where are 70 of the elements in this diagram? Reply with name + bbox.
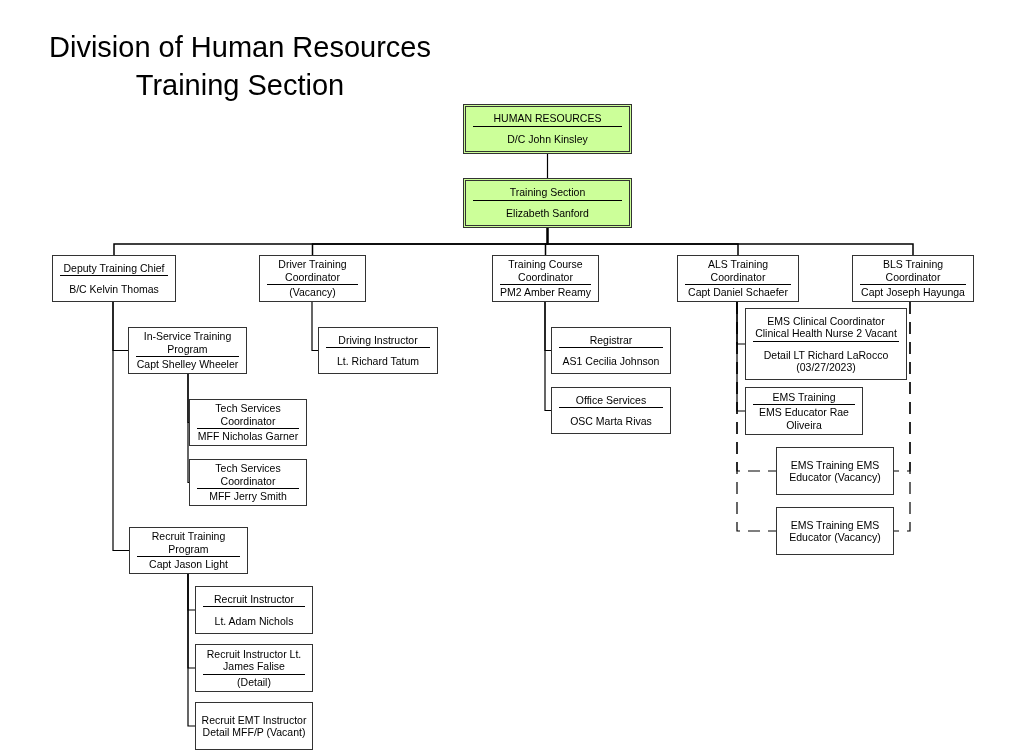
position-title: Tech Services Coordinator xyxy=(197,462,299,490)
position-holder: (Vacancy) xyxy=(288,286,337,299)
position-holder: Capt Joseph Hayunga xyxy=(860,286,966,299)
position-title: Recruit EMT Instructor Detail MFF/P (Vacant) xyxy=(200,713,308,739)
position-title: EMS Clinical Coordinator Clinical Health Nurse 2 Vacant xyxy=(753,314,899,342)
position-title: HUMAN RESOURCES xyxy=(473,112,622,127)
position-box xyxy=(492,255,599,302)
position-title: Recruit Training Program xyxy=(137,530,240,558)
position-title: Recruit Instructor Lt. James Falise xyxy=(203,647,305,675)
position-title: Training Course Coordinator xyxy=(500,258,591,286)
position-title: Registrar xyxy=(559,333,663,348)
position-holder: Capt Jason Light xyxy=(148,558,229,571)
position-title: Recruit Instructor xyxy=(203,592,305,608)
position-title: Driver Training Coordinator xyxy=(267,258,358,286)
position-holder: PM2 Amber Reamy xyxy=(499,286,592,299)
connector-line xyxy=(544,301,552,412)
position-holder: Capt Daniel Schaefer xyxy=(687,286,789,299)
position-holder: MFF Jerry Smith xyxy=(208,490,288,503)
position-holder: D/C John Kinsley xyxy=(506,133,589,146)
position-holder: MFF Nicholas Garner xyxy=(196,430,300,443)
position-box xyxy=(745,387,863,435)
position-box xyxy=(551,327,671,374)
position-holder: Detail LT Richard LaRocco (03/27/2023) xyxy=(762,348,890,374)
position-holder: OSC Marta Rivas xyxy=(569,415,653,428)
position-box xyxy=(128,327,247,374)
position-box xyxy=(195,702,313,750)
position-box xyxy=(129,527,248,574)
position-holder: Lt. Richard Tatum xyxy=(335,355,421,368)
position-box xyxy=(52,255,176,302)
position-box xyxy=(189,459,307,506)
position-box xyxy=(677,255,799,302)
position-title: Deputy Training Chief xyxy=(60,261,168,276)
position-title: EMS Training xyxy=(753,390,855,406)
position-box xyxy=(776,507,894,555)
position-box xyxy=(189,399,307,446)
position-holder: Capt Shelley Wheeler xyxy=(135,358,240,371)
position-box xyxy=(463,178,632,228)
position-title: Driving Instructor xyxy=(326,333,430,348)
position-box xyxy=(776,447,894,495)
position-holder: AS1 Cecilia Johnson xyxy=(561,355,661,368)
position-box xyxy=(195,644,313,692)
connector-line xyxy=(187,573,196,727)
position-holder: Elizabeth Sanford xyxy=(505,207,590,220)
position-box xyxy=(551,387,671,434)
position-box xyxy=(745,308,907,380)
connector-line xyxy=(546,153,549,179)
position-title: BLS Training Coordinator xyxy=(860,258,966,286)
position-holder: B/C Kelvin Thomas xyxy=(68,283,160,296)
position-box xyxy=(259,255,366,302)
connector-line xyxy=(311,301,319,352)
position-holder: EMS Educator Rae Oliveira xyxy=(758,406,850,432)
position-title: EMS Training EMS Educator (Vacancy) xyxy=(788,518,882,544)
connector-line xyxy=(893,301,911,532)
position-title: Tech Services Coordinator xyxy=(197,402,299,430)
position-box xyxy=(852,255,974,302)
connector-line xyxy=(736,301,777,532)
connector-line xyxy=(546,227,914,256)
position-holder: Lt. Adam Nichols xyxy=(213,614,295,628)
position-title: In-Service Training Program xyxy=(136,330,239,358)
connector-line xyxy=(112,301,130,552)
chart-title: Division of Human Resources Training Section xyxy=(48,30,432,103)
position-title: ALS Training Coordinator xyxy=(685,258,791,286)
position-title: EMS Training EMS Educator (Vacancy) xyxy=(788,458,882,484)
position-title: Training Section xyxy=(473,186,622,201)
position-holder: (Detail) xyxy=(236,675,272,689)
connector-line xyxy=(187,373,190,484)
position-box xyxy=(318,327,438,374)
position-title: Office Services xyxy=(559,393,663,408)
position-box xyxy=(463,104,632,154)
position-box xyxy=(195,586,313,634)
